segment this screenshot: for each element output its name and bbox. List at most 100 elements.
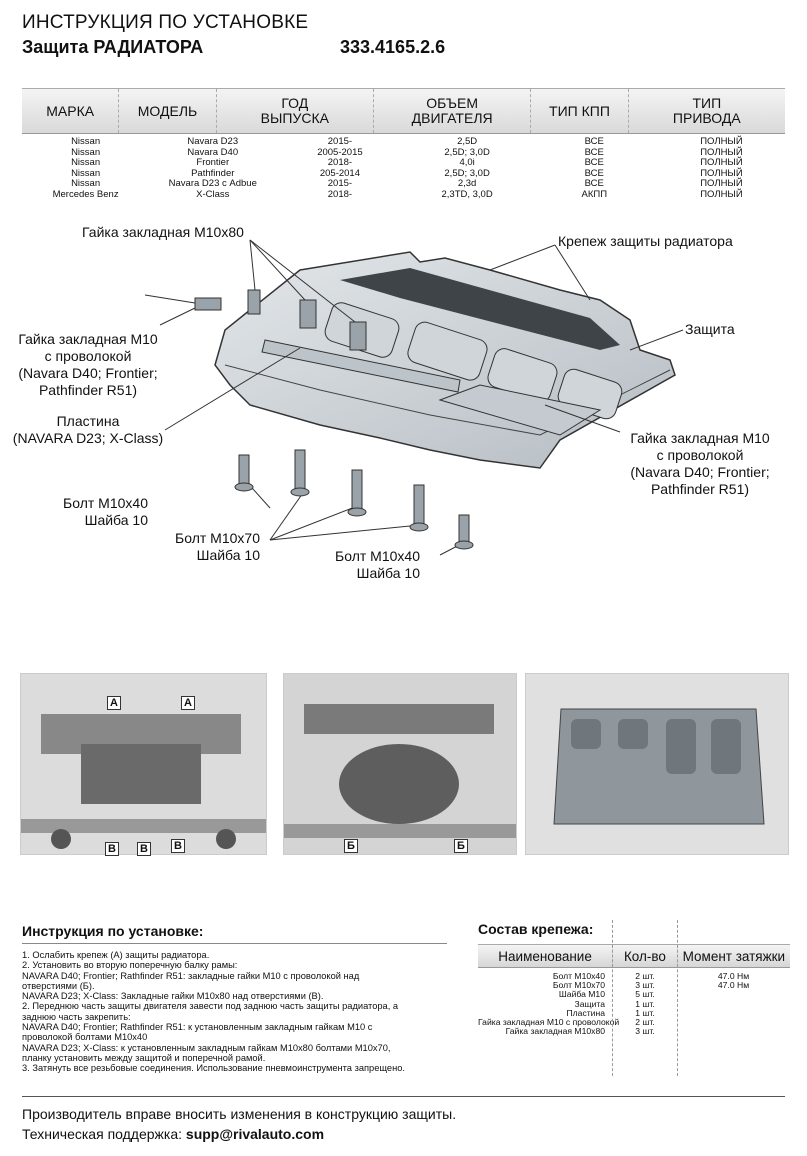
cell-qty: 1 шт. [635,1007,655,1018]
table-divider [612,920,613,1076]
product-name: Защита РАДИАТОРА [22,37,204,57]
cell-make: Nissan [71,136,101,147]
underbody-photo-illustration-2 [284,674,516,854]
cell-year: 2018- [327,157,353,168]
cell-engine: 2,5D; 3,0D [444,146,490,158]
callout-nut-with-wire-left: Гайка закладная М10 с проволокой (Navara… [18,331,158,398]
instruction-line: 2. Переднюю часть защиты двигателя завес… [22,1001,399,1012]
marker-b-right: Б [454,839,468,853]
instruction-line: 2. Установить во вторую поперечную балку… [22,960,238,971]
column-header-gearbox: ТИП КПП [531,89,629,133]
cell-qty: 2 шт. [635,971,655,981]
callout-nut-with-wire-right: Гайка закладная М10 с проволокой (Navara… [630,430,770,497]
instructions-title: Инструкция по установке: [22,923,204,939]
instruction-line: 3. Затянуть все резьбовые соединения. Ис… [22,1063,405,1074]
cell-gearbox: ВСЕ [584,157,604,168]
fasteners-table-header: Наименование Кол-во Момент затяжки [478,944,790,968]
instructions-text: 1. Ослабить крепеж (А) защиты радиатора.… [22,950,452,1074]
cell-name: Болт М10x70 [552,980,605,991]
install-photo-frame-nuts: Б Б [283,673,517,855]
column-header-qty: Кол-во [612,945,678,967]
marker-v-2: В [137,842,151,856]
cell-model: Frontier [196,157,230,168]
cell-engine: 4,0i [459,157,475,168]
table-row: Гайка закладная М10 с проволокой 2 шт. [478,1016,790,1027]
marker-b-left: Б [344,839,358,853]
install-photo-frame-installed [525,673,789,855]
compatibility-table: МАРКА МОДЕЛЬ ГОД ВЫПУСКА ОБЪЕМ ДВИГАТЕЛЯ… [22,88,785,200]
table-row: Защита 1 шт. [478,998,790,1009]
cell-gearbox: АКПП [581,188,608,200]
table-row: Болт М10x70 3 шт. 47.0 Нм [478,980,790,991]
table-row: Nissan Navara D23 2015- 2,5D ВСЕ ПОЛНЫЙ [22,136,785,148]
instruction-line: NAVARA D40; Frontier; Rathfinder R51: за… [22,970,360,981]
callout-bolt-m10x40-left: Болт М10x40 Шайба 10 [63,495,148,528]
cell-torque [677,1000,790,1009]
table-row: Пластина 1 шт. [478,1007,790,1018]
table-row: Mercedes Benz X-Class 2018- 2,3TD, 3,0D … [22,188,785,201]
callout-plate: Пластина (NAVARA D23; X-Class) [12,413,164,446]
instruction-line: планку установить между защитой и попере… [22,1052,266,1063]
cell-drive: ПОЛНЫЙ [700,157,743,168]
cell-drive: ПОЛНЫЙ [700,146,743,158]
cell-engine: 2,5D; 3,0D [444,167,490,179]
cell-make: Nissan [71,146,101,158]
column-header-name: Наименование [498,948,592,964]
cell-engine: 2,3d [457,178,477,189]
column-header-model: МОДЕЛЬ [119,89,217,133]
callout-nut-m10x80: Гайка закладная М10x80 [82,224,244,240]
cell-gearbox: ВСЕ [584,178,604,189]
cell-name: Пластина [566,1007,605,1018]
footer-divider [22,1096,785,1097]
instruction-line: 1. Ослабить крепеж (А) защиты радиатора. [22,950,210,960]
cell-torque: 47.0 Нм [717,971,750,981]
cell-gearbox: ВСЕ [584,136,604,147]
support-email-link[interactable]: supp@rivalauto.com [185,1126,325,1142]
instruction-line: NAVARA D23; X-Class: Закладные гайки М10… [22,991,324,1002]
compatibility-table-header: МАРКА МОДЕЛЬ ГОД ВЫПУСКА ОБЪЕМ ДВИГАТЕЛЯ… [22,88,785,134]
column-header-torque: Момент затяжки [682,948,786,964]
instruction-line: заднюю часть закрепить: [22,1011,131,1022]
cell-model: Navara D23 [187,136,239,147]
instruction-line: отверстиями (Б). [22,980,95,991]
column-header-engine: ОБЪЕМ ДВИГАТЕЛЯ [374,89,532,133]
cell-qty: 3 шт. [635,980,655,991]
fasteners-table: Наименование Кол-во Момент затяжки Болт … [478,944,790,1036]
instructions-divider [22,943,447,944]
table-divider [677,920,678,1076]
cell-name: Защита [574,998,605,1009]
support-label: Техническая поддержка: [22,1126,183,1142]
callout-shield: Защита [685,321,735,337]
cell-drive: ПОЛНЫЙ [700,188,743,200]
fasteners-title: Состав крепежа: [478,921,594,937]
table-row: Nissan Navara D23 с Adbue 2015- 2,3d ВСЕ… [22,178,785,190]
installed-shield-photo-illustration [526,674,788,854]
cell-model: Pathfinder [191,167,235,179]
cell-model: Navara D40 [187,146,239,158]
table-row: Шайба М10 5 шт. [478,990,790,999]
instruction-line: NAVARA D40; Frontier; Rathfinder R51: к … [22,1022,373,1033]
cell-torque [677,1027,790,1036]
cell-year: 2015- [327,136,353,147]
document-title: ИНСТРУКЦИЯ ПО УСТАНОВКЕ [22,12,309,33]
cell-qty: 5 шт. [635,989,655,1000]
cell-name: Шайба М10 [558,989,605,1000]
cell-engine: 2,5D [457,136,478,147]
cell-gearbox: ВСЕ [584,167,604,179]
callout-bolt-m10x70: Болт М10x70 Шайба 10 [175,530,260,563]
table-row: Nissan Navara D40 2005-2015 2,5D; 3,0D В… [22,146,785,159]
cell-qty: 2 шт. [635,1016,655,1027]
bolts-illustration [234,449,474,550]
cell-make: Nissan [71,178,101,189]
cell-qty: 3 шт. [635,1026,655,1037]
instruction-line: проволокой болтами М10x40 [22,1032,148,1043]
marker-a-right: А [181,696,195,710]
exploded-assembly-diagram [144,239,684,556]
product-code: 333.4165.2.6 [340,37,446,57]
table-row: Гайка закладная М10x80 3 шт. [478,1026,790,1037]
marker-v-3: В [171,839,185,853]
underbody-photo-illustration [21,674,266,854]
cell-name: Гайка закладная М10 с проволокой [478,1016,620,1027]
cell-model: Navara D23 с Adbue [168,178,257,189]
cell-drive: ПОЛНЫЙ [700,136,743,147]
